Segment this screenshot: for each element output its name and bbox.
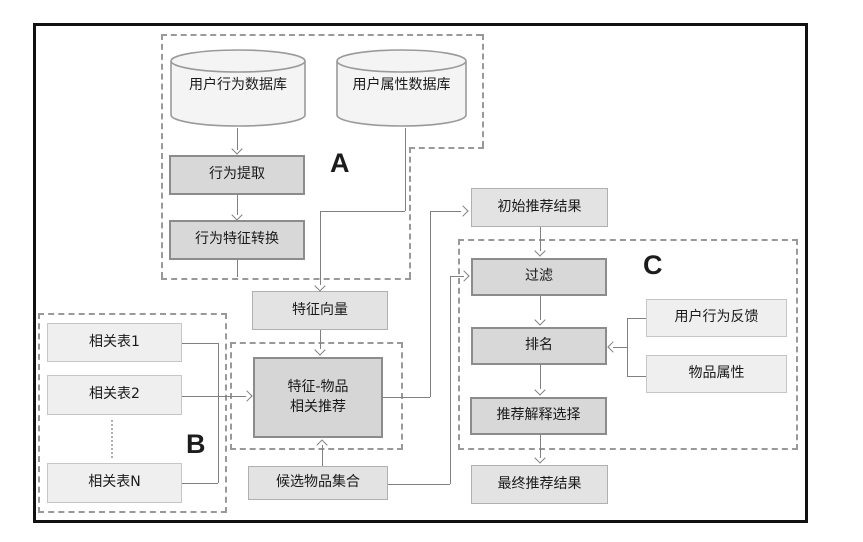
node-initial-recommendation-result: 初始推荐结果 <box>471 188 608 227</box>
connector <box>430 211 461 212</box>
node-feature-item-recommendation-line1: 特征-物品 <box>287 378 349 395</box>
node-final-recommendation-result: 最终推荐结果 <box>471 465 608 504</box>
group-a-border-step <box>409 147 484 149</box>
node-related-table-1: 相关表1 <box>47 323 182 362</box>
group-b-border <box>38 313 227 513</box>
node-behavior-feature-conversion: 行为特征转换 <box>169 220 305 260</box>
node-recommendation-explanation-selection: 推荐解释选择 <box>470 397 607 435</box>
database-cylinder-icon <box>170 49 306 127</box>
connector <box>218 343 219 483</box>
user-attribute-database-cylinder: 用户属性数据库 <box>335 48 468 128</box>
group-a-border-left <box>161 34 163 278</box>
node-item-attribute: 物品属性 <box>646 355 787 393</box>
group-c-border <box>458 239 798 450</box>
connector <box>405 128 406 211</box>
connector <box>383 397 430 398</box>
node-related-table-2: 相关表2 <box>47 375 182 415</box>
connector <box>182 483 218 484</box>
connector <box>540 296 541 320</box>
group-a-border-top <box>161 34 482 36</box>
node-feature-vector: 特征向量 <box>252 291 388 330</box>
connector <box>627 376 646 377</box>
user-behavior-database-cylinder: 用户行为数据库 <box>169 48 307 128</box>
connector <box>320 211 405 212</box>
database-cylinder-icon <box>336 49 467 127</box>
connector <box>613 347 627 348</box>
group-b-label: B <box>186 429 206 459</box>
group-c-label: C <box>643 250 663 280</box>
node-behavior-extraction: 行为提取 <box>169 155 305 195</box>
user-behavior-database-label: 用户行为数据库 <box>189 77 287 93</box>
node-feature-item-recommendation-line2: 相关推荐 <box>290 398 346 415</box>
user-attribute-database-label: 用户属性数据库 <box>352 77 451 93</box>
connector <box>450 276 451 484</box>
connector <box>320 330 321 349</box>
connector <box>540 227 541 251</box>
connector <box>237 260 238 277</box>
node-filter: 过滤 <box>471 258 607 296</box>
connector <box>320 211 321 285</box>
node-candidate-item-set: 候选物品集合 <box>248 466 388 500</box>
connector <box>430 211 431 397</box>
connector <box>627 318 628 376</box>
group-a-border-right-lower <box>409 147 411 278</box>
connector <box>450 276 464 277</box>
connector <box>627 318 646 319</box>
connector <box>540 365 541 389</box>
connector <box>237 128 238 150</box>
group-a-label: A <box>330 148 350 178</box>
node-related-table-n: 相关表N <box>47 463 182 503</box>
connector <box>388 484 450 485</box>
connector <box>182 343 218 344</box>
connector <box>322 445 323 466</box>
group-a-border-right-upper <box>482 34 484 147</box>
node-ranking: 排名 <box>471 327 607 365</box>
group-a-border-bottom <box>161 278 411 280</box>
ellipsis-dots <box>111 420 113 458</box>
connector <box>237 195 238 215</box>
connector <box>182 396 246 397</box>
connector <box>540 435 541 458</box>
node-feature-item-recommendation: 特征-物品 相关推荐 <box>253 357 383 438</box>
node-user-behavior-feedback: 用户行为反馈 <box>646 299 787 337</box>
